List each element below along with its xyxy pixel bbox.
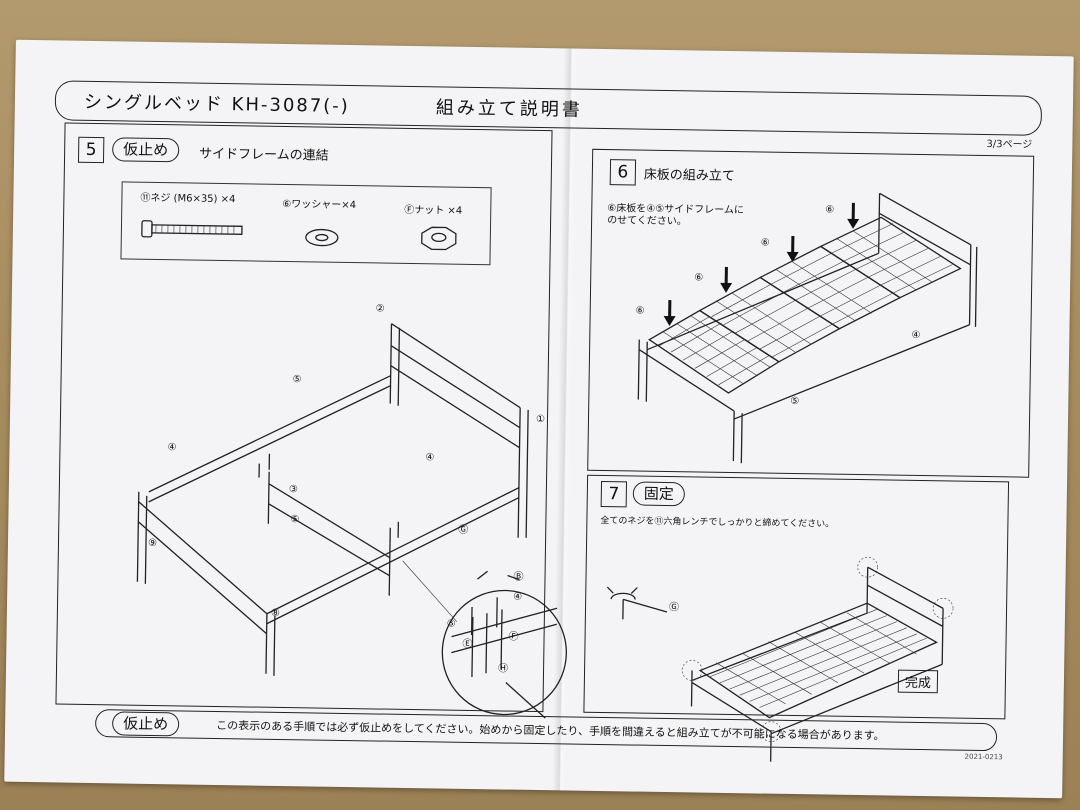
- product-title: シングルベッド KH-3087(-): [83, 91, 350, 117]
- step7-badge: 固定: [632, 481, 686, 507]
- detail-callout-5: ⑤: [446, 618, 456, 630]
- callout-1: ①: [535, 413, 546, 426]
- step6-bed-drawing: [637, 192, 978, 464]
- doc-code: 2021-0213: [964, 752, 1003, 762]
- callout-2: ②: [375, 303, 385, 315]
- detail-callout-f: Ⓕ: [508, 631, 519, 643]
- step7-number: 7: [600, 480, 628, 508]
- slat-grid-4: [819, 216, 962, 299]
- step5-number: 5: [77, 136, 105, 164]
- paper-fold: [552, 48, 578, 791]
- detail-callout-4: ④: [513, 591, 523, 603]
- assembled-slats: [698, 602, 938, 719]
- step6-callout-6b: ⑥: [694, 272, 704, 284]
- step6-callout-5: ⑤: [790, 395, 800, 408]
- detail-callout-h: Ⓗ: [497, 663, 509, 675]
- detail-callout-g: Ⓖ: [458, 524, 469, 536]
- manual-title: 組み立て説明書: [435, 97, 584, 121]
- step5-frame-drawing: [136, 323, 567, 719]
- nut-icon: [421, 226, 457, 251]
- step6-callout-6c: ⑥: [760, 237, 770, 249]
- callout-3: ③: [288, 484, 298, 496]
- callout-8: ⑧: [270, 607, 280, 619]
- detail-callout-e: Ⓔ: [462, 638, 473, 650]
- detail-callout-b: Ⓑ: [513, 571, 524, 583]
- step5-badge: 仮止め: [111, 137, 180, 163]
- page-number: 3/3ページ: [986, 138, 1033, 151]
- step7-callout-g: Ⓖ: [668, 602, 680, 614]
- instruction-sheet: シングルベッド KH-3087(-) 組み立て説明書 3/3ページ 5 仮止め …: [4, 39, 1074, 799]
- footer-badge: 仮止め: [111, 711, 180, 737]
- step6-callout-4: ④: [911, 329, 921, 341]
- callout-4b: ④: [425, 452, 435, 464]
- callout-4a: ④: [167, 442, 177, 454]
- parts-box: ⑪ネジ (M6×35) ×4 ⑥ワッシャー×4 Ⓕナット ×4: [120, 181, 492, 266]
- washer-icon: [305, 228, 339, 247]
- down-arrows: [663, 202, 860, 327]
- screw-icon: [141, 220, 243, 238]
- complete-label: 完成: [897, 669, 939, 694]
- footer-warning: この表示のある手順では必ず仮止めをしてください。始めから固定したり、手順を間違え…: [216, 718, 885, 743]
- parts-illustration: [141, 220, 457, 251]
- callout-9: ⑨: [147, 537, 158, 550]
- step6-callout-6d: ⑥: [825, 204, 835, 216]
- callout-5a: ⑤: [292, 374, 302, 386]
- callout-5b: ⑤: [290, 514, 300, 526]
- hex-wrench-icon: [606, 586, 668, 620]
- step6-callout-6a: ⑥: [635, 305, 645, 317]
- step5-title: サイドフレームの連結: [199, 146, 329, 164]
- step7-bed-drawing: [606, 556, 954, 762]
